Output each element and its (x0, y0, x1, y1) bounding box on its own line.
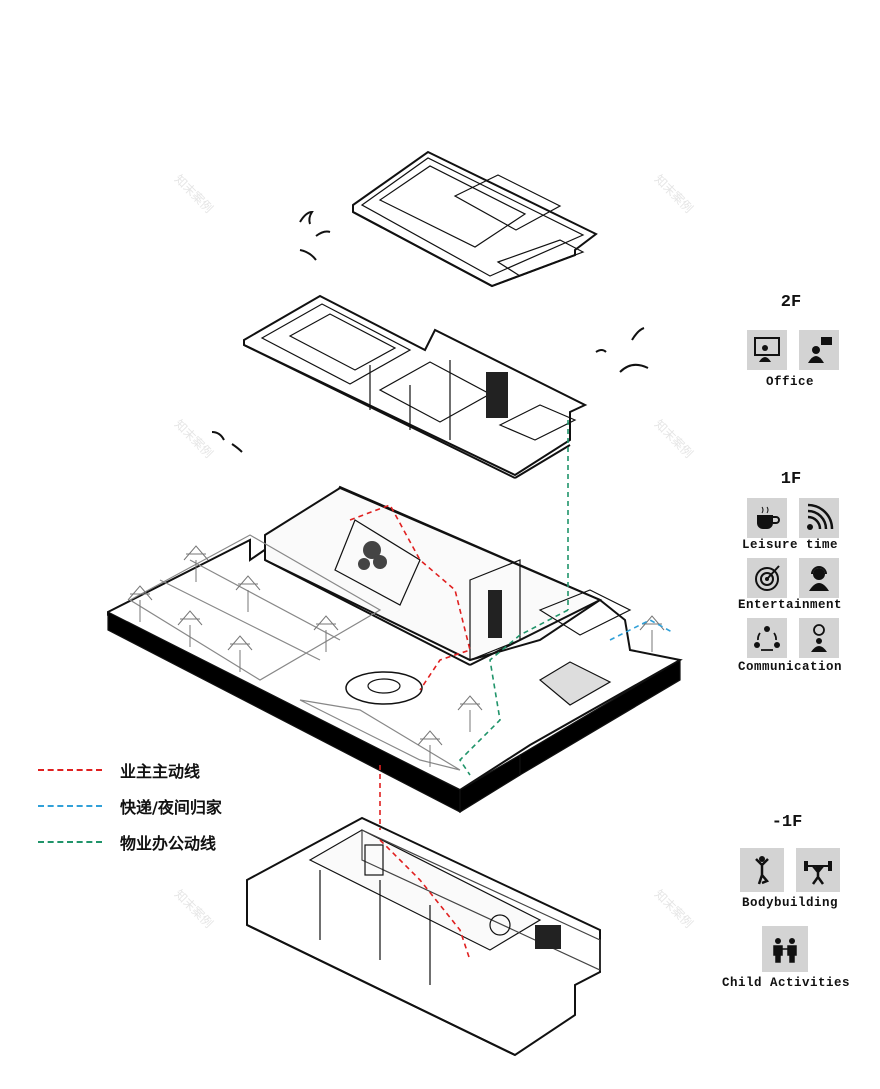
legend-swatch-courier (38, 805, 102, 807)
bodybuilding-icons (740, 848, 840, 892)
roof-level (352, 150, 598, 288)
office-icons (747, 330, 839, 370)
caption-entertainment: Entertainment (737, 598, 843, 612)
legend-item-property: 物业办公动线 (38, 830, 216, 854)
caption-office: Office (765, 375, 814, 389)
caption-leisure-time: Leisure time (741, 538, 838, 552)
floor-label-b1: -1F (771, 813, 803, 832)
legend-label-property: 物业办公动线 (120, 834, 217, 853)
caption-child-activities: Child Activities (721, 976, 851, 990)
legend-item-owner: 业主主动线 (38, 758, 200, 782)
speech-person-icon (799, 330, 839, 370)
basement-level (246, 816, 601, 1057)
weightlifting-icon (796, 848, 840, 892)
leisure-icons (747, 498, 839, 538)
children-icon (762, 926, 808, 972)
legend-label-owner: 业主主动线 (120, 762, 201, 781)
communication-icons (747, 618, 839, 658)
bird-silhouettes (211, 210, 649, 453)
legend-swatch-property (38, 841, 102, 843)
legend-swatch-owner (38, 769, 102, 771)
legend-label-courier: 快递/夜间归家 (120, 798, 222, 817)
floor-label-2f: 2F (780, 293, 802, 312)
coffee-cup-icon (747, 498, 787, 538)
legend-item-courier: 快递/夜间归家 (38, 794, 222, 818)
target-icon (747, 558, 787, 598)
second-floor-level (243, 294, 588, 479)
floor-label-1f: 1F (780, 470, 802, 489)
exchange-people-icon (747, 618, 787, 658)
yoga-icon (740, 848, 784, 892)
first-floor-level (107, 485, 683, 814)
entertainment-icons (747, 558, 839, 598)
caption-communication: Communication (737, 660, 843, 674)
wifi-icon (799, 498, 839, 538)
property-route-lines (458, 420, 569, 776)
idea-person-icon (799, 618, 839, 658)
child-activities-icons (762, 926, 808, 972)
owner-route-lines (349, 504, 471, 961)
headset-person-icon (799, 558, 839, 598)
caption-bodybuilding: Bodybuilding (741, 896, 838, 910)
presentation-icon (747, 330, 787, 370)
